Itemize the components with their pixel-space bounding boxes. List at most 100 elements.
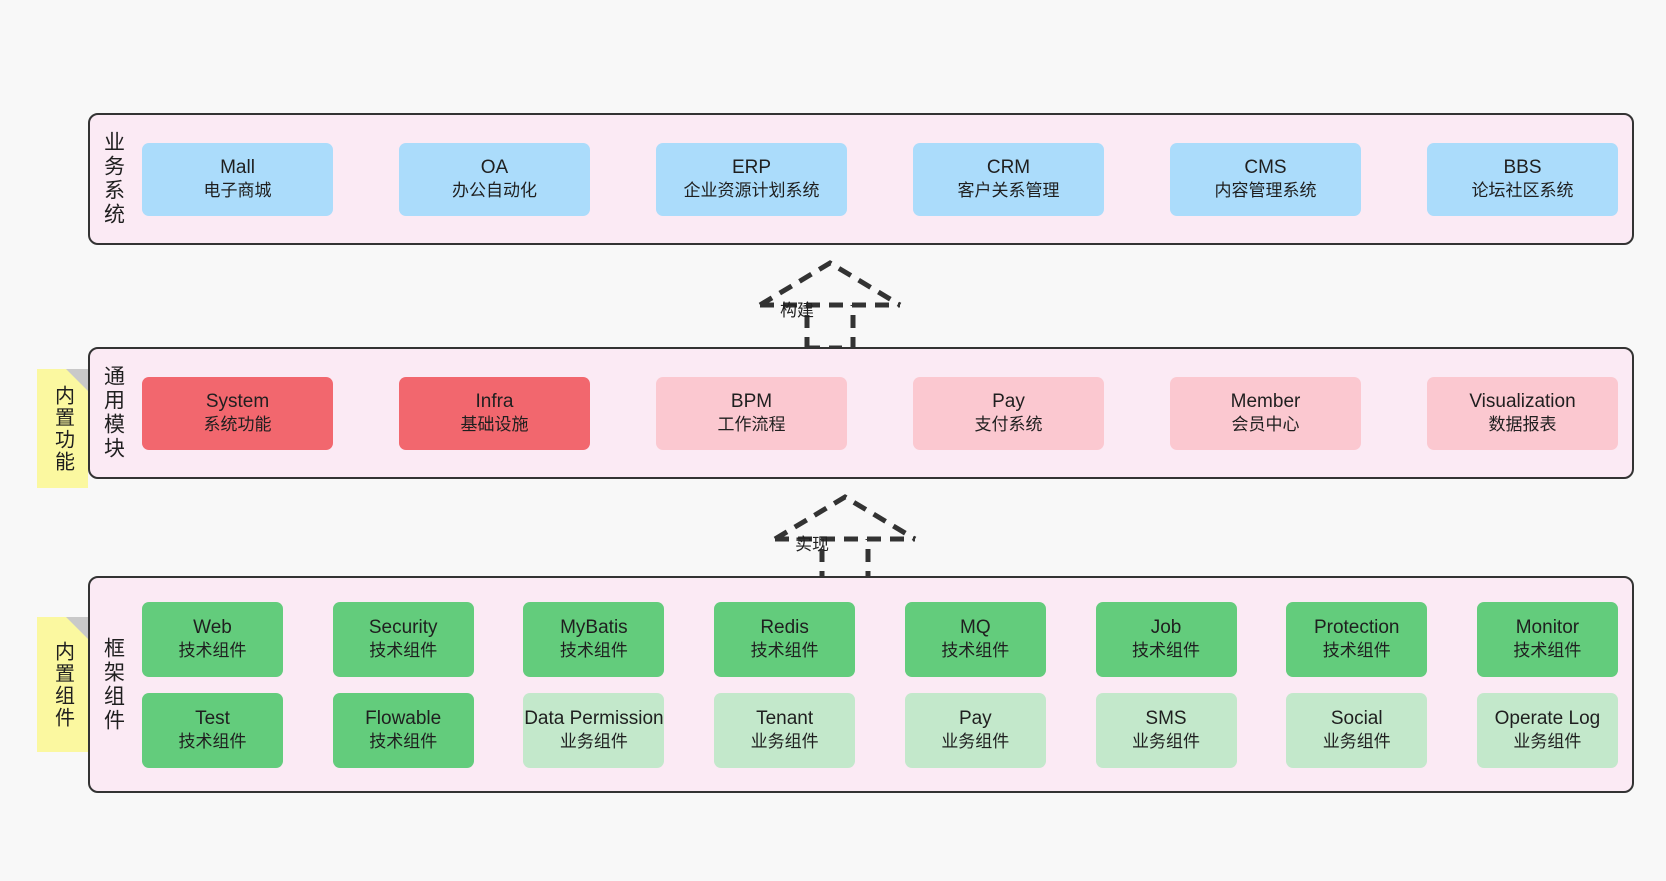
card-flowable[interactable]: Flowable 技术组件 xyxy=(332,692,474,768)
note-fold-corner-icon xyxy=(66,617,88,639)
card-pay-component-desc: 业务组件 xyxy=(941,732,1010,752)
layer-common-module-body: System 系统功能 Infra 基础设施 BPM 工作流程 Pay 支付系统… xyxy=(136,349,1632,477)
card-protection[interactable]: Protection 技术组件 xyxy=(1286,601,1428,677)
common-card-row: System 系统功能 Infra 基础设施 BPM 工作流程 Pay 支付系统… xyxy=(142,376,1618,450)
card-bbs[interactable]: BBS 论坛社区系统 xyxy=(1427,142,1618,216)
card-mq-name: MQ xyxy=(960,616,991,638)
card-social-desc: 业务组件 xyxy=(1322,732,1391,752)
card-system[interactable]: System 系统功能 xyxy=(142,376,333,450)
card-job[interactable]: Job 技术组件 xyxy=(1095,601,1237,677)
card-mq-desc: 技术组件 xyxy=(941,641,1010,661)
card-erp-desc: 企业资源计划系统 xyxy=(683,181,820,201)
card-monitor-desc: 技术组件 xyxy=(1513,641,1582,661)
card-mall-name: Mall xyxy=(220,156,255,178)
card-member[interactable]: Member 会员中心 xyxy=(1170,376,1361,450)
card-protection-name: Protection xyxy=(1313,616,1400,638)
layer-common-module[interactable]: 通用模块 System 系统功能 Infra 基础设施 BPM 工作流程 Pay… xyxy=(88,347,1634,479)
card-visualization[interactable]: Visualization 数据报表 xyxy=(1427,376,1618,450)
card-oa-name: OA xyxy=(480,156,509,178)
card-visualization-name: Visualization xyxy=(1469,390,1576,412)
card-operate-log-name: Operate Log xyxy=(1494,707,1601,729)
card-member-name: Member xyxy=(1230,390,1301,412)
card-redis[interactable]: Redis 技术组件 xyxy=(714,601,856,677)
business-card-row: Mall 电子商城 OA 办公自动化 ERP 企业资源计划系统 CRM 客户关系… xyxy=(142,142,1618,216)
layer-framework-component[interactable]: 框架组件 Web 技术组件 Security 技术组件 MyBatis 技术组件… xyxy=(88,576,1634,793)
card-infra-desc: 基础设施 xyxy=(460,415,529,435)
card-sms[interactable]: SMS 业务组件 xyxy=(1095,692,1237,768)
layer-framework-component-title: 框架组件 xyxy=(101,636,125,733)
card-cms-name: CMS xyxy=(1244,156,1287,178)
card-flowable-name: Flowable xyxy=(365,707,442,729)
card-job-name: Job xyxy=(1150,616,1182,638)
card-social-name: Social xyxy=(1330,707,1383,729)
card-cms[interactable]: CMS 内容管理系统 xyxy=(1170,142,1361,216)
card-flowable-desc: 技术组件 xyxy=(369,732,438,752)
connector-realize-arrow xyxy=(773,494,917,585)
card-oa-desc: 办公自动化 xyxy=(452,181,537,201)
note-builtin-features[interactable]: 内置功能 xyxy=(37,369,88,488)
card-bbs-name: BBS xyxy=(1503,156,1542,178)
card-operate-log-desc: 业务组件 xyxy=(1513,732,1582,752)
note-builtin-components-label: 内置组件 xyxy=(51,640,74,729)
card-crm-name: CRM xyxy=(986,156,1031,178)
card-tenant[interactable]: Tenant 业务组件 xyxy=(714,692,856,768)
card-bpm[interactable]: BPM 工作流程 xyxy=(656,376,847,450)
card-security[interactable]: Security 技术组件 xyxy=(332,601,474,677)
connector-build-label: 构建 xyxy=(780,301,814,320)
card-redis-desc: 技术组件 xyxy=(750,641,819,661)
layer-business-system[interactable]: 业务系统 Mall 电子商城 OA 办公自动化 ERP 企业资源计划系统 CRM… xyxy=(88,113,1634,245)
card-crm[interactable]: CRM 客户关系管理 xyxy=(913,142,1104,216)
layer-framework-component-body: Web 技术组件 Security 技术组件 MyBatis 技术组件 Redi… xyxy=(136,578,1632,791)
card-social[interactable]: Social 业务组件 xyxy=(1286,692,1428,768)
card-sms-name: SMS xyxy=(1145,707,1187,729)
card-mall[interactable]: Mall 电子商城 xyxy=(142,142,333,216)
card-system-desc: 系统功能 xyxy=(203,415,272,435)
connector-realize: 实现 xyxy=(770,492,920,585)
card-pay-component[interactable]: Pay 业务组件 xyxy=(904,692,1046,768)
card-data-permission-desc: 业务组件 xyxy=(559,732,628,752)
card-security-name: Security xyxy=(368,616,438,638)
card-security-desc: 技术组件 xyxy=(369,641,438,661)
card-job-desc: 技术组件 xyxy=(1132,641,1201,661)
card-crm-desc: 客户关系管理 xyxy=(957,181,1060,201)
card-member-desc: 会员中心 xyxy=(1231,415,1300,435)
card-tenant-name: Tenant xyxy=(756,707,814,729)
card-mybatis-name: MyBatis xyxy=(560,616,628,638)
card-visualization-desc: 数据报表 xyxy=(1488,415,1557,435)
card-operate-log[interactable]: Operate Log 业务组件 xyxy=(1476,692,1618,768)
card-data-permission[interactable]: Data Permission 业务组件 xyxy=(523,692,665,768)
card-mybatis[interactable]: MyBatis 技术组件 xyxy=(523,601,665,677)
layer-business-system-title: 业务系统 xyxy=(101,131,125,227)
card-cms-desc: 内容管理系统 xyxy=(1214,181,1317,201)
card-mybatis-desc: 技术组件 xyxy=(559,641,628,661)
note-builtin-components[interactable]: 内置组件 xyxy=(37,617,88,752)
card-tenant-desc: 业务组件 xyxy=(750,732,819,752)
card-erp-name: ERP xyxy=(731,156,772,178)
card-sms-desc: 业务组件 xyxy=(1132,732,1201,752)
card-system-name: System xyxy=(205,390,270,412)
card-monitor-name: Monitor xyxy=(1515,616,1580,638)
card-oa[interactable]: OA 办公自动化 xyxy=(399,142,590,216)
layer-common-module-title: 通用模块 xyxy=(101,365,125,461)
card-pay-module-desc: 支付系统 xyxy=(974,415,1043,435)
card-test-name: Test xyxy=(195,707,230,729)
connector-build: 构建 xyxy=(755,258,905,351)
card-mq[interactable]: MQ 技术组件 xyxy=(904,601,1046,677)
card-monitor[interactable]: Monitor 技术组件 xyxy=(1476,601,1618,677)
card-infra-name: Infra xyxy=(475,390,514,412)
card-web[interactable]: Web 技术组件 xyxy=(142,601,283,677)
connector-build-arrow xyxy=(758,260,902,351)
card-test[interactable]: Test 技术组件 xyxy=(142,692,283,768)
card-bpm-name: BPM xyxy=(730,390,773,412)
card-erp[interactable]: ERP 企业资源计划系统 xyxy=(656,142,847,216)
card-web-desc: 技术组件 xyxy=(178,641,247,661)
card-protection-desc: 技术组件 xyxy=(1322,641,1391,661)
connector-realize-label: 实现 xyxy=(795,535,829,554)
framework-business-row: Test 技术组件 Flowable 技术组件 Data Permission … xyxy=(142,692,1618,768)
card-data-permission-name: Data Permission xyxy=(524,707,664,729)
note-builtin-features-label: 内置功能 xyxy=(51,384,74,473)
card-pay-module[interactable]: Pay 支付系统 xyxy=(913,376,1104,450)
card-pay-module-name: Pay xyxy=(992,390,1025,412)
card-infra[interactable]: Infra 基础设施 xyxy=(399,376,590,450)
